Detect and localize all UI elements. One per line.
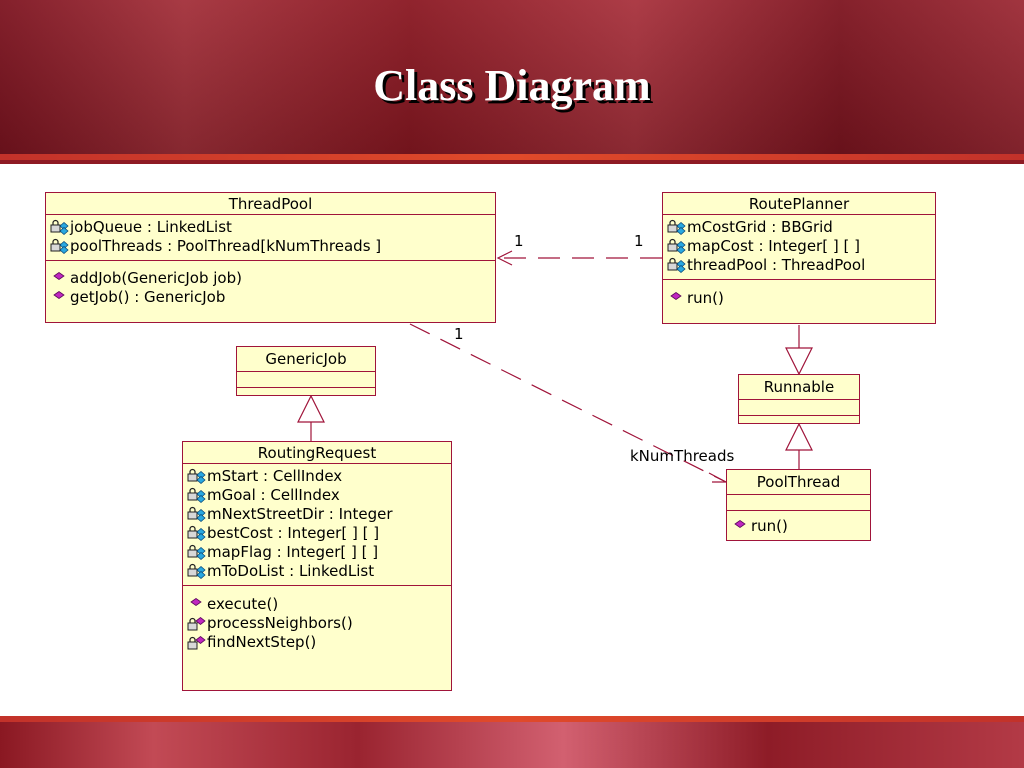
class-name: RoutePlanner: [663, 193, 935, 215]
attribute-row: poolThreads : PoolThread[kNumThreads ]: [50, 237, 491, 256]
attribute-row: mGoal : CellIndex: [187, 486, 447, 505]
private-attribute-icon: [50, 219, 70, 236]
genericjob-triangle: [297, 394, 325, 423]
method-section: [739, 416, 859, 431]
public-method-icon: [50, 270, 70, 287]
attribute-text: mGoal : CellIndex: [207, 486, 340, 504]
private-attribute-icon: [187, 468, 207, 485]
method-section: execute() processNeighbors() findNextSte…: [183, 586, 451, 656]
method-row: execute(): [187, 595, 447, 614]
attribute-section: [727, 495, 870, 511]
attribute-row: threadPool : ThreadPool: [667, 256, 931, 275]
class-threadpool[interactable]: ThreadPool jobQueue : LinkedList poolThr…: [45, 192, 496, 323]
method-section: [237, 388, 375, 403]
association-role-label: kNumThreads: [630, 447, 735, 465]
method-text: run(): [687, 289, 724, 307]
class-name: RoutingRequest: [183, 442, 451, 464]
public-method-icon: [667, 290, 687, 307]
attribute-text: mStart : CellIndex: [207, 467, 343, 485]
slide-header-background: [0, 0, 1024, 156]
class-routingrequest[interactable]: RoutingRequest mStart : CellIndex mGoal …: [182, 441, 452, 691]
multiplicity-label: 1: [454, 325, 464, 343]
private-attribute-icon: [50, 238, 70, 255]
method-row: getJob() : GenericJob: [50, 288, 491, 307]
method-text: findNextStep(): [207, 633, 317, 651]
attribute-text: mapFlag : Integer[ ] [ ]: [207, 543, 379, 561]
class-genericjob[interactable]: GenericJob: [236, 346, 376, 396]
threadpool-to-poolthread-arrowhead: [708, 472, 727, 483]
public-method-icon: [50, 289, 70, 306]
attribute-row: mNextStreetDir : Integer: [187, 505, 447, 524]
footer-divider: [0, 716, 1024, 722]
private-attribute-icon: [187, 544, 207, 561]
public-method-icon: [731, 518, 751, 535]
method-row: addJob(GenericJob job): [50, 269, 491, 288]
runnable-triangle-top: [785, 347, 813, 376]
private-attribute-icon: [187, 563, 207, 580]
class-name: Runnable: [739, 375, 859, 400]
method-text: addJob(GenericJob job): [70, 269, 242, 287]
method-section: run(): [663, 280, 935, 312]
threadpool-to-poolthread-association: [409, 323, 727, 483]
private-attribute-icon: [187, 506, 207, 523]
attribute-section: [739, 400, 859, 416]
attribute-text: bestCost : Integer[ ] [ ]: [207, 524, 380, 542]
private-attribute-icon: [667, 257, 687, 274]
attribute-row: mCostGrid : BBGrid: [667, 218, 931, 237]
private-attribute-icon: [187, 525, 207, 542]
method-row: findNextStep(): [187, 633, 447, 652]
attribute-section: mStart : CellIndex mGoal : CellIndex mNe…: [183, 464, 451, 586]
class-name: GenericJob: [237, 347, 375, 372]
attribute-row: jobQueue : LinkedList: [50, 218, 491, 237]
method-row: run(): [731, 517, 866, 536]
method-text: processNeighbors(): [207, 614, 353, 632]
method-section: run(): [727, 511, 870, 540]
method-text: getJob() : GenericJob: [70, 288, 226, 306]
attribute-section: [237, 372, 375, 388]
attribute-section: mCostGrid : BBGrid mapCost : Integer[ ] …: [663, 215, 935, 280]
class-name: ThreadPool: [46, 193, 495, 215]
attribute-row: mStart : CellIndex: [187, 467, 447, 486]
attribute-text: mapCost : Integer[ ] [ ]: [687, 237, 860, 255]
attribute-text: threadPool : ThreadPool: [687, 256, 866, 274]
public-method-icon: [187, 596, 207, 613]
slide-title: Class Diagram: [373, 61, 651, 110]
attribute-text: mCostGrid : BBGrid: [687, 218, 833, 236]
private-method-icon: [187, 615, 207, 632]
attribute-text: mNextStreetDir : Integer: [207, 505, 393, 523]
class-runnable[interactable]: Runnable: [738, 374, 860, 424]
method-section: addJob(GenericJob job) getJob() : Generi…: [46, 261, 495, 311]
attribute-text: poolThreads : PoolThread[kNumThreads ]: [70, 237, 382, 255]
header-divider: [0, 154, 1024, 160]
planner-to-threadpool-arrowhead: [496, 250, 513, 266]
class-routeplanner[interactable]: RoutePlanner mCostGrid : BBGrid mapCost …: [662, 192, 936, 324]
private-attribute-icon: [667, 219, 687, 236]
attribute-row: mapCost : Integer[ ] [ ]: [667, 237, 931, 256]
method-text: run(): [751, 517, 788, 535]
runnable-triangle-bottom: [785, 422, 813, 451]
attribute-row: mapFlag : Integer[ ] [ ]: [187, 543, 447, 562]
method-row: processNeighbors(): [187, 614, 447, 633]
private-attribute-icon: [187, 487, 207, 504]
slide-footer-background: [0, 722, 1024, 768]
attribute-text: jobQueue : LinkedList: [70, 218, 232, 236]
private-attribute-icon: [667, 238, 687, 255]
class-poolthread[interactable]: PoolThread run(): [726, 469, 871, 541]
method-row: run(): [667, 289, 931, 308]
class-name: PoolThread: [727, 470, 870, 495]
multiplicity-label: 1: [634, 232, 644, 250]
attribute-row: mToDoList : LinkedList: [187, 562, 447, 581]
attribute-section: jobQueue : LinkedList poolThreads : Pool…: [46, 215, 495, 261]
method-text: execute(): [207, 595, 279, 613]
attribute-text: mToDoList : LinkedList: [207, 562, 375, 580]
multiplicity-label: 1: [514, 232, 524, 250]
attribute-row: bestCost : Integer[ ] [ ]: [187, 524, 447, 543]
private-method-icon: [187, 634, 207, 651]
